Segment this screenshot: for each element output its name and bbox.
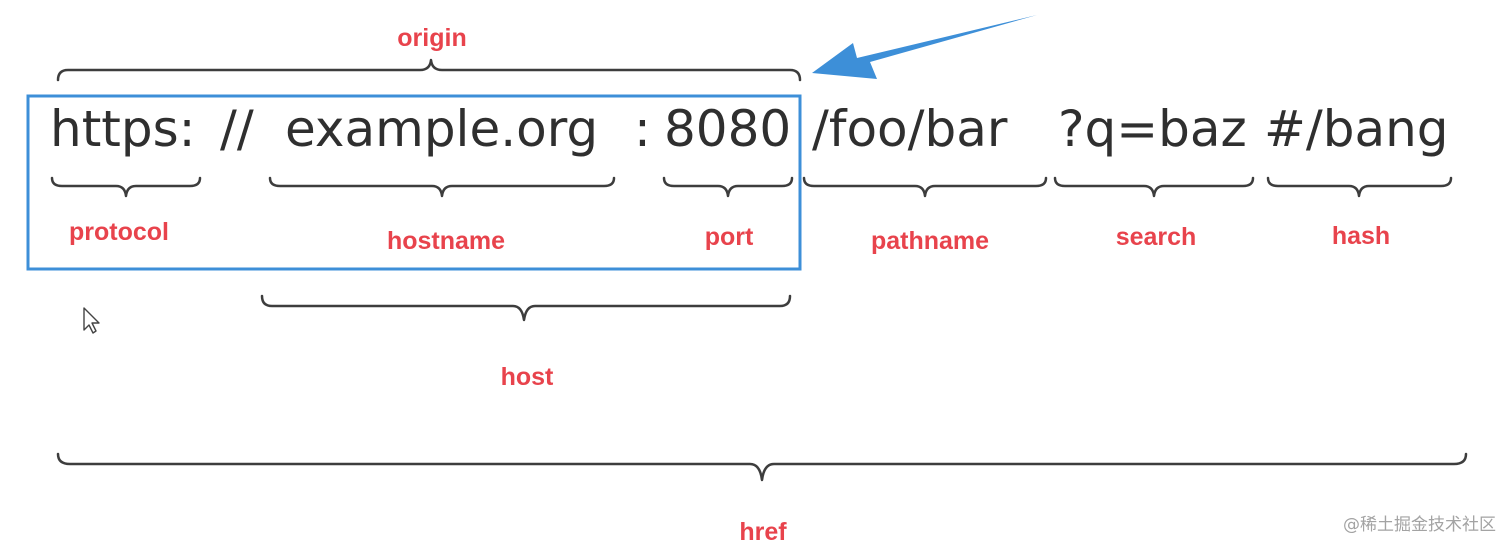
url-port-text: 8080 [664, 100, 791, 158]
url-protocol-text: https: [50, 100, 196, 158]
search-brace [1053, 176, 1255, 198]
origin-highlight-box [26, 94, 802, 271]
hash-label: hash [1332, 222, 1390, 250]
host-label: host [501, 363, 554, 391]
url-search-text: ?q=baz [1058, 100, 1247, 158]
pathname-label: pathname [871, 227, 989, 255]
host-brace [260, 294, 792, 322]
search-label: search [1116, 223, 1197, 251]
pathname-brace [802, 176, 1048, 198]
url-pathname-text: /foo/bar [812, 100, 1008, 158]
mouse-cursor-icon [83, 307, 100, 334]
hostname-label: hostname [387, 227, 505, 255]
url-hostname-text: example.org [285, 100, 598, 158]
href-label: href [739, 518, 787, 546]
port-label: port [705, 223, 754, 251]
origin-brace [56, 58, 802, 82]
href-brace [56, 452, 1468, 482]
hash-brace [1266, 176, 1453, 198]
protocol-label: protocol [69, 218, 169, 246]
url-hash-text: #/bang [1264, 100, 1449, 158]
port-brace [662, 176, 794, 198]
watermark-text: @稀土掘金技术社区 [1343, 515, 1496, 535]
hostname-brace [268, 176, 616, 198]
protocol-brace [50, 176, 202, 198]
origin-label: origin [397, 24, 466, 52]
arrow-pointing-left-icon [812, 15, 1037, 79]
url-slashes-text: // [220, 100, 254, 158]
url-port-separator-text: : [634, 100, 651, 158]
